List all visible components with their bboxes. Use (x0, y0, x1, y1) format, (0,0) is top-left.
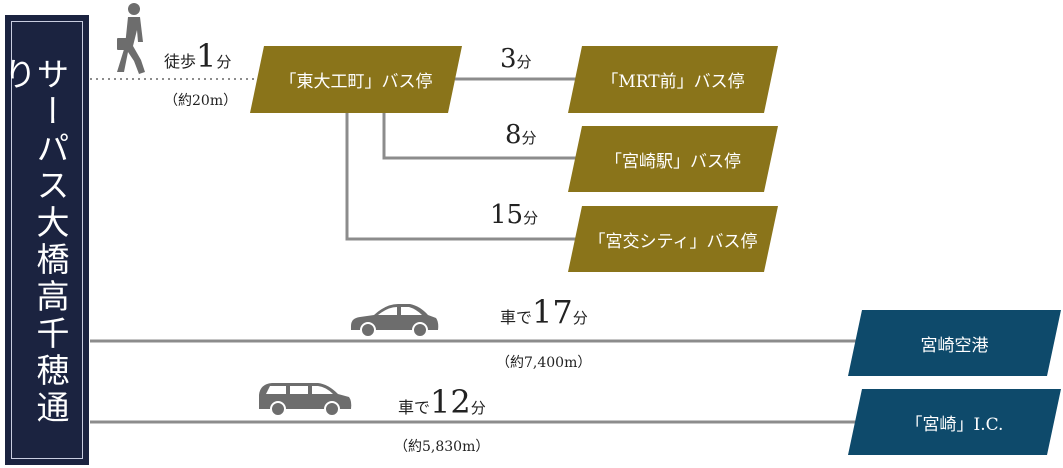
walking-person-icon (117, 3, 145, 74)
walk-time-label: 徒歩1分 (164, 40, 231, 72)
walk-unit: 分 (216, 53, 232, 71)
bus-stop-miyako-city: 「宮交シティ」バス停 (568, 206, 778, 272)
car-ic-distance: （約5,830m） (394, 439, 490, 455)
car-time-airport: 車で17分 (500, 296, 588, 328)
bus-line-miyako-city (345, 113, 580, 241)
bus-time-station-minutes: 8 (505, 120, 522, 150)
minivan-car-icon (259, 383, 352, 417)
bus-stop-miyazaki-station: 「宮崎駅」バス停 (568, 126, 778, 192)
bus-time-station: 8分 (505, 122, 537, 148)
bus-stop-mrt-mae: 「MRT前」バス停 (568, 46, 778, 113)
origin-panel-border (11, 21, 83, 459)
bus-time-station-unit: 分 (521, 129, 537, 147)
car-airport-distance: （約7,400m） (496, 355, 592, 371)
walk-minutes: 1 (196, 37, 217, 75)
car-ic-prefix: 車で (398, 398, 431, 417)
bus-time-mrt-unit: 分 (516, 53, 532, 71)
origin-label: サーパス大橋高千穂通り (0, 57, 70, 427)
car-airport-minutes: 17 (532, 293, 573, 331)
destination-miyazaki-ic: 「宮崎」I.C. (848, 389, 1061, 455)
walk-prefix: 徒歩 (164, 52, 197, 71)
origin-panel: サーパス大橋高千穂通り (0, 15, 89, 465)
car-airport-prefix: 車で (500, 308, 533, 327)
car-time-ic: 車で12分 (398, 386, 486, 418)
bus-time-city-minutes: 15 (490, 200, 524, 230)
bus-time-mrt-minutes: 3 (500, 44, 517, 74)
bus-time-city-unit: 分 (523, 209, 539, 227)
destination-miyazaki-airport: 宮崎空港 (848, 310, 1061, 376)
bus-stop-higashi-daikumachi: 「東大工町」バス停 (250, 46, 462, 113)
bus-time-city: 15分 (490, 202, 538, 228)
car-ic-minutes: 12 (430, 383, 471, 421)
car-ic-unit: 分 (470, 399, 486, 417)
sedan-car-icon (351, 304, 439, 338)
bus-line-miyazaki-station (382, 113, 580, 160)
bus-time-mrt: 3分 (500, 46, 532, 72)
car-airport-unit: 分 (572, 309, 588, 327)
walk-distance: （約20m） (164, 93, 238, 109)
